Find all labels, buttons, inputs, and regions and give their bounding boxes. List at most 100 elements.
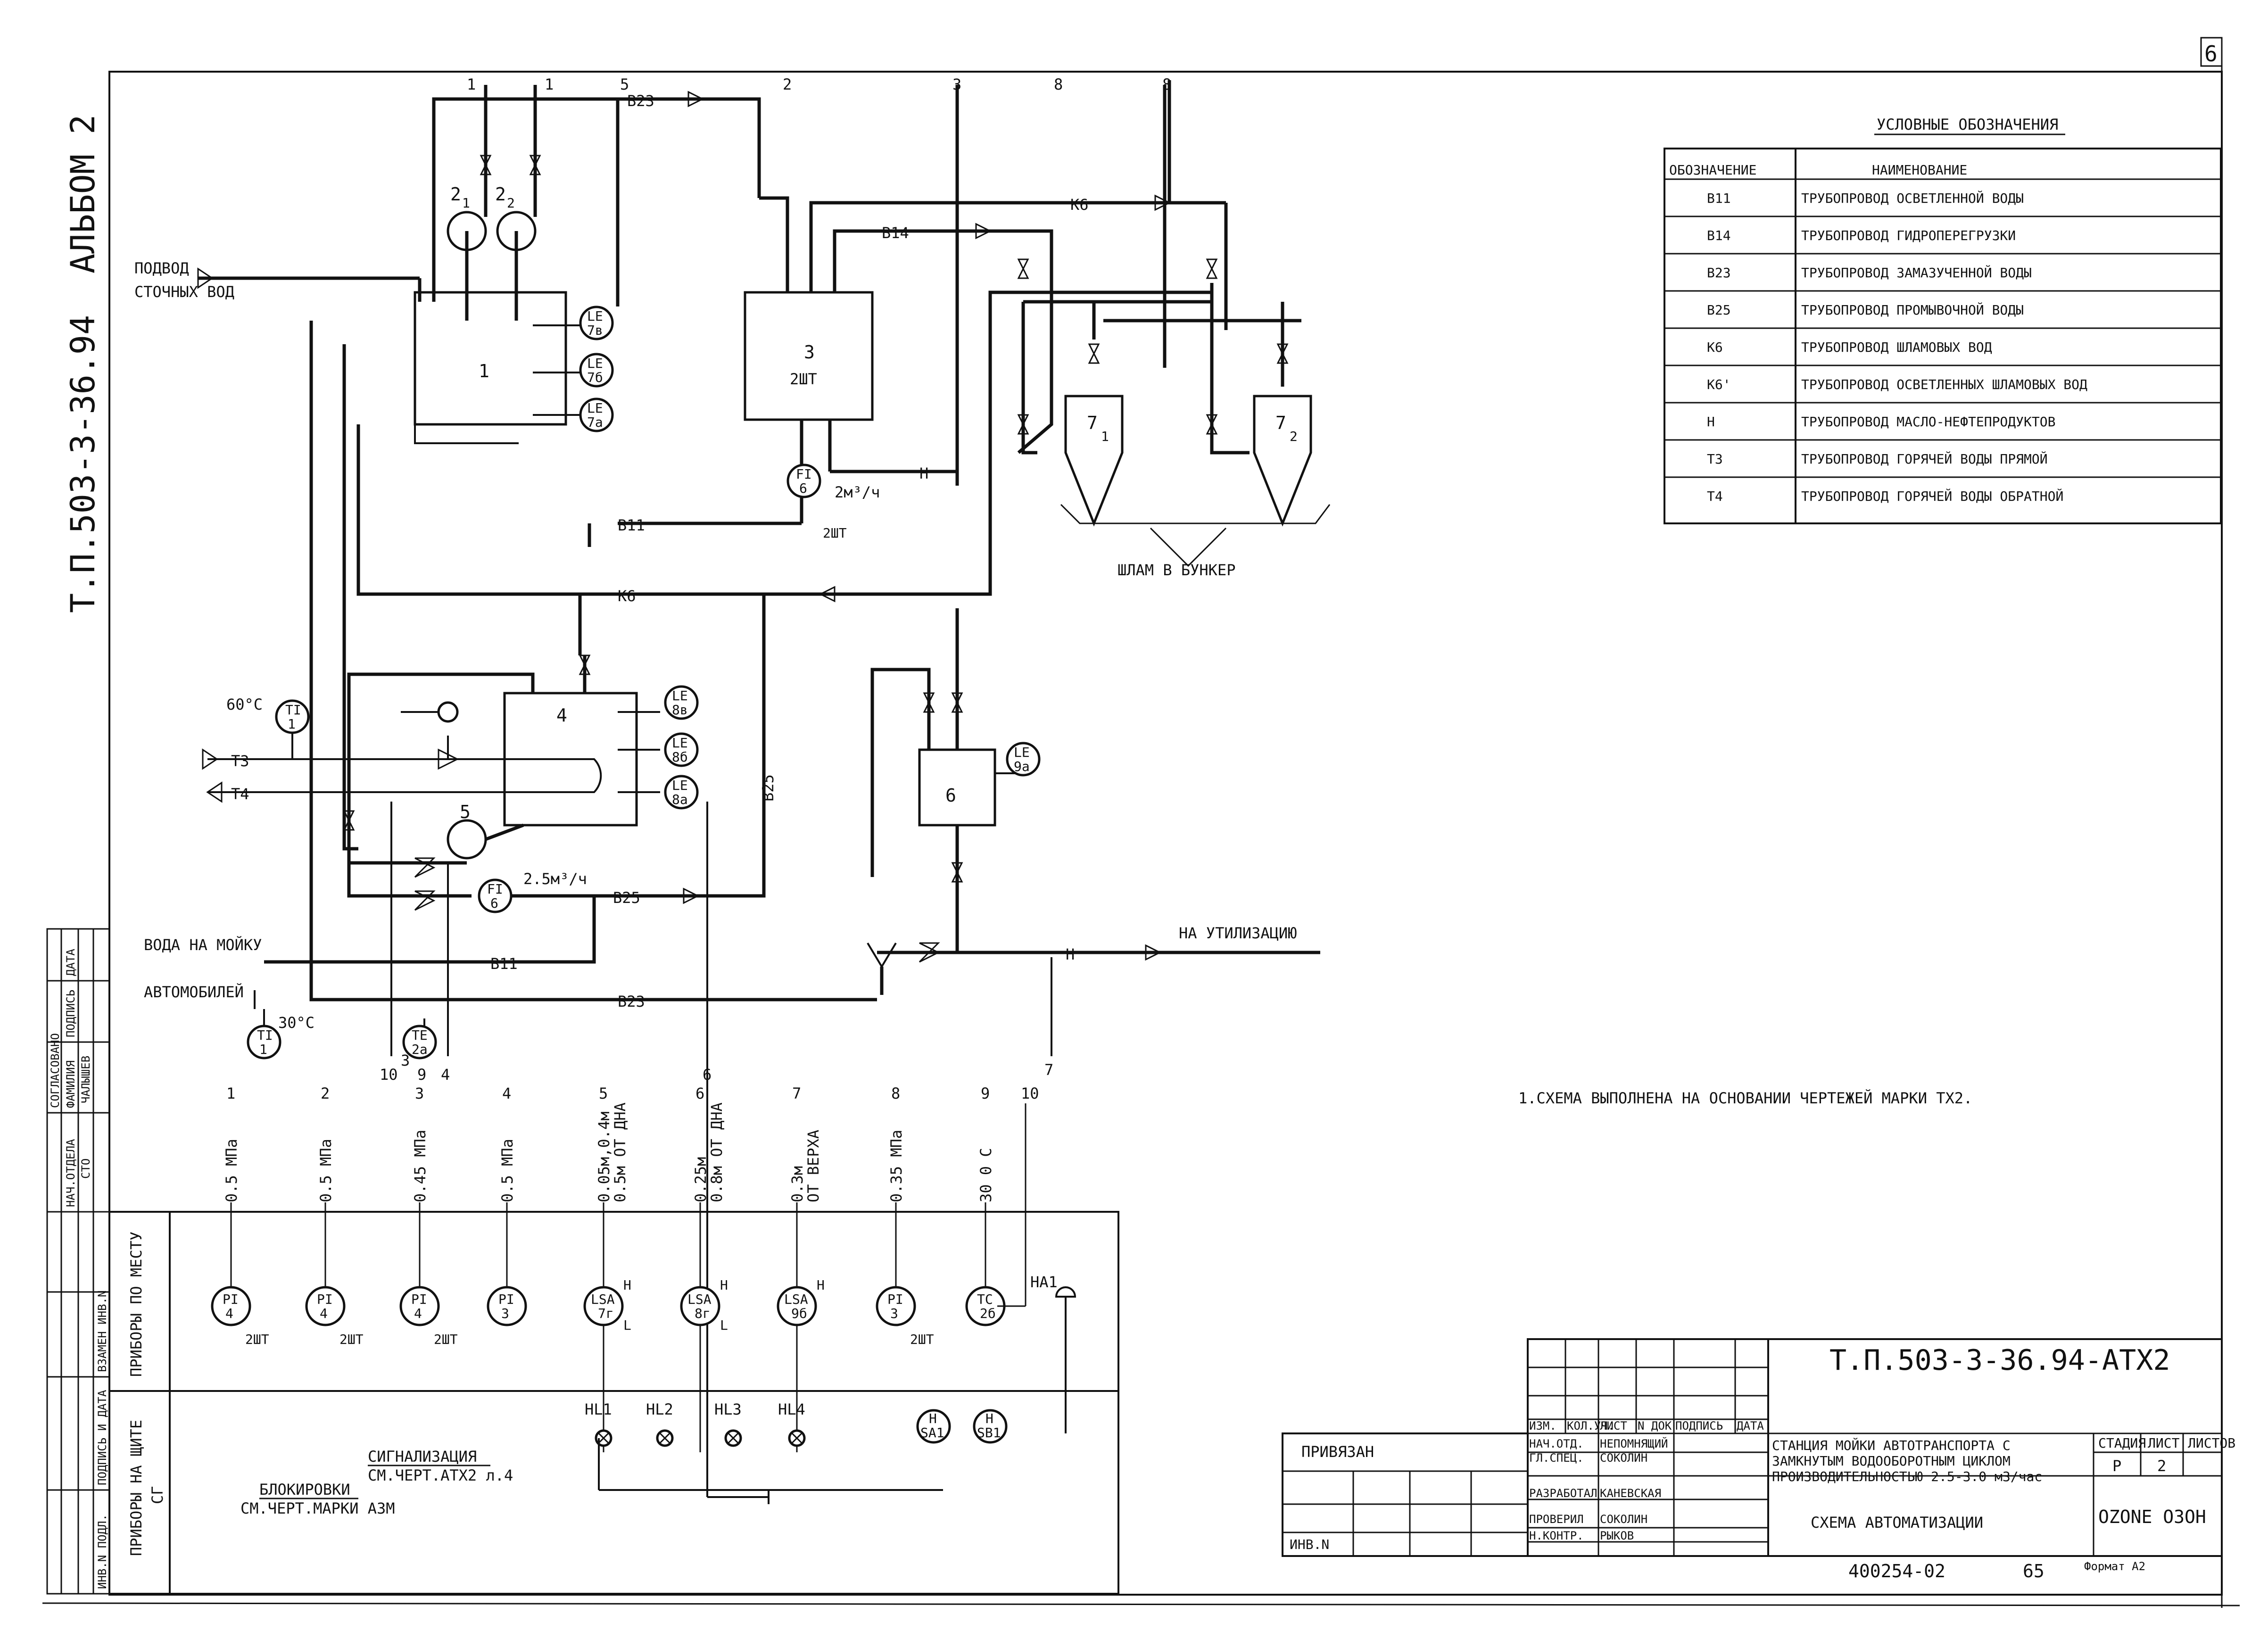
legend-title: УСЛОВНЫЕ ОБОЗНАЧЕНИЯ (1877, 116, 2058, 133)
device-number: 8г (695, 1306, 711, 1321)
sign-header: ПОДПИСЬ (64, 990, 77, 1037)
line-num-5: 5 (620, 75, 629, 93)
svg-text:SA1: SA1 (920, 1425, 944, 1440)
le-8a: LE 8а (664, 775, 699, 810)
ti-low-temp: 30°С (278, 1014, 315, 1032)
legend-code: Т4 (1707, 488, 1723, 504)
svg-text:LE: LE (587, 400, 603, 416)
legend-code: К6' (1707, 377, 1731, 392)
column-spec: 0.5 МПа (317, 1139, 335, 1202)
date-header: ДАТА (64, 949, 77, 976)
sludge-label: ШЛАМ В БУНКЕР (1117, 561, 1235, 579)
pipe-label-t4: Т4 (231, 785, 249, 803)
settler-7-2-label: 7 (1275, 413, 1286, 433)
sheet-bottom-edge (42, 1602, 2240, 1606)
tank-3-qty: 2ШТ (790, 370, 817, 388)
device-type: LSA (591, 1291, 615, 1307)
pump-5-label: 5 (460, 802, 471, 822)
inv-field-1: ИНВ.N ПОДЛ. (96, 1514, 109, 1589)
svg-text:TI: TI (257, 1027, 273, 1043)
tank-3 (744, 291, 874, 421)
stage-header: СТАДИЯ (2098, 1435, 2146, 1451)
panel-local-label: ПРИБОРЫ ПО МЕСТУ (127, 1232, 145, 1377)
ti-top-temp: 60°С (226, 695, 263, 713)
le-8b: LE 8б (664, 732, 699, 767)
column-number: 8 (891, 1084, 900, 1102)
project-line-1: СТАНЦИЯ МОЙКИ АВТОТРАНСПОРТА С (1772, 1437, 2011, 1453)
column-number: 4 (502, 1084, 511, 1102)
instrument-panel: ПРИБОРЫ ПО МЕСТУ ПРИБОРЫ НА ЩИТЕ СГ 10.5… (108, 1084, 1119, 1595)
company-logo: OZONE ОЗОН (2098, 1507, 2206, 1527)
panel-board-sub: СГ (149, 1486, 166, 1504)
role-name: КАНЕВСКАЯ (1600, 1487, 1661, 1500)
svg-text:SB1: SB1 (977, 1425, 1001, 1440)
utilization-label: НА УТИЛИЗАЦИЮ (1179, 924, 1297, 942)
pump-5 (447, 819, 487, 860)
pipe-label-b11: В11 (490, 955, 518, 973)
device-number: 9б (791, 1306, 807, 1321)
pipe-label-b23: В23 (627, 92, 654, 110)
fi-top: FI 6 (786, 464, 821, 498)
legend-code: К6 (1707, 339, 1723, 355)
line-num-1b: 1 (545, 75, 554, 93)
block-label-2: СМ.ЧЕРТ.МАРКИ АЗМ (240, 1499, 395, 1517)
mark-high: H (623, 1277, 631, 1293)
role-title: ГЛ.СПЕЦ. (1529, 1451, 1584, 1465)
switch-sa1: H SA1 (916, 1409, 951, 1444)
pump-2-1-label: 2 (450, 184, 461, 205)
column-number: 6 (695, 1084, 704, 1102)
te-2a: TE 2а (402, 1025, 437, 1060)
device-type: PI (411, 1291, 427, 1307)
block-label-1: БЛОКИРОВКИ (259, 1481, 350, 1498)
line-num-3-low: 3 (401, 1051, 410, 1069)
role-name: СОКОЛИН (1600, 1513, 1647, 1526)
panel-column: 10 (997, 1084, 1039, 1307)
name-value: ЧАЛЫШЕВ (79, 1056, 92, 1103)
column-spec: 0.25м (692, 1157, 710, 1202)
project-line-3: ПРОИЗВОДИТЕЛЬНОСТЬЮ 2.5-3.0 м3/час (1772, 1469, 2042, 1484)
title-head-cell: N ДОК (1638, 1419, 1672, 1432)
legend-name: ТРУБОПРОВОД ЗАМАЗУЧЕННОЙ ВОДЫ (1801, 265, 2032, 281)
column-number: 3 (415, 1084, 424, 1102)
role-title: НАЧ.ОТД. (1529, 1437, 1584, 1450)
name-header: ФАМИЛИЯ (64, 1060, 77, 1108)
title-role-row: НАЧ.ОТД.НЕПОМНЯЩИЙ (1529, 1437, 1668, 1450)
device-type: PI (887, 1291, 903, 1307)
agreed-label: СОГЛАСОВАНО (49, 1033, 62, 1108)
album-label: АЛЬБОМ 2 (64, 115, 102, 273)
legend-code: В23 (1707, 265, 1731, 281)
title-head-cell: ЛИСТ (1600, 1419, 1627, 1432)
column-spec: 0.05м,0.4м (595, 1111, 613, 1202)
column-spec: 0.5 МПа (223, 1139, 240, 1202)
pipe-label-b25: В25 (613, 889, 640, 907)
tank-6 (918, 748, 996, 827)
svg-text:LE: LE (1014, 745, 1030, 760)
device-type: PI (223, 1291, 239, 1307)
doc-code: Т.П.503-3-36.94-АТХ2 (1829, 1344, 2170, 1377)
dept-header: НАЧ.ОТДЕЛА (64, 1139, 77, 1207)
svg-text:9а: 9а (1014, 759, 1030, 774)
pipe-label-b11-mid: В11 (618, 516, 645, 534)
mark-high: H (720, 1277, 728, 1293)
title-head-cell: ПОДПИСЬ (1675, 1419, 1723, 1432)
line-num-2: 2 (783, 75, 792, 93)
lamp-label: HL2 (646, 1400, 673, 1418)
device-qty: 2ШТ (434, 1332, 458, 1347)
device-number: 4 (320, 1306, 328, 1321)
pipe-label-b25-vert: В25 (759, 774, 777, 802)
svg-text:FI: FI (796, 466, 812, 482)
svg-text:FI: FI (487, 881, 503, 897)
inv-field-2: ПОДПИСЬ И ДАТА (96, 1390, 109, 1485)
role-title: ПРОВЕРИЛ (1529, 1513, 1584, 1526)
fi-low-rate: 2.5м³/ч (523, 870, 587, 888)
column-number: 9 (981, 1084, 990, 1102)
svg-text:8б: 8б (672, 749, 688, 765)
device-type: LSA (687, 1291, 712, 1307)
title-head-cell: ИЗМ. (1529, 1419, 1556, 1432)
